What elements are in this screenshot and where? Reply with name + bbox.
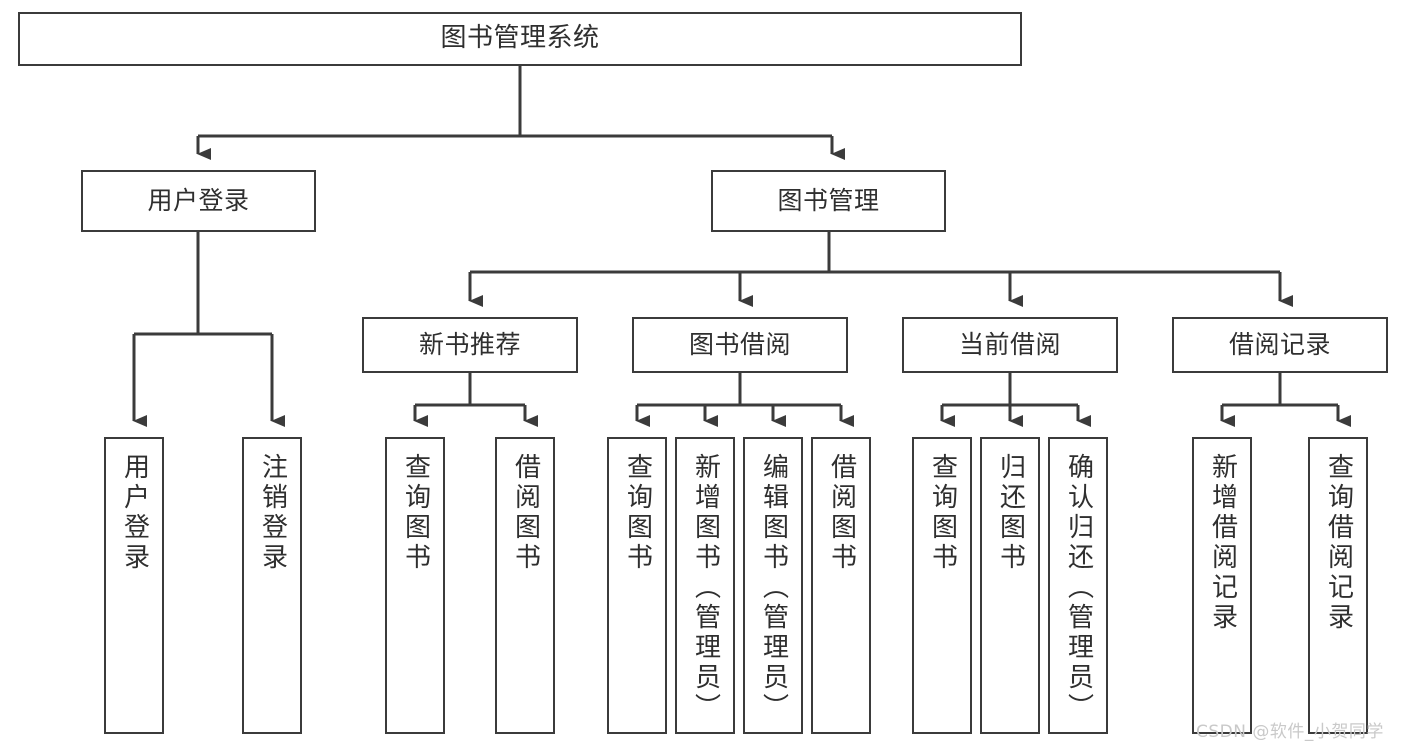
node-label: 当前借阅	[958, 330, 1061, 359]
leaf-borrow-query-book[interactable]: 查询图书	[607, 437, 667, 734]
node-new-book-recommend[interactable]: 新书推荐	[362, 317, 578, 373]
leaf-record-add-record[interactable]: 新增借阅记录	[1192, 437, 1252, 734]
leaf-recommend-query-book[interactable]: 查询图书	[385, 437, 445, 734]
node-label: 用户登录	[147, 186, 250, 215]
node-label: 借阅图书	[510, 453, 541, 573]
node-label: 查询借阅记录	[1323, 453, 1354, 633]
leaf-borrow-add-book-admin[interactable]: 新增图书（管理员）	[675, 437, 735, 734]
leaf-borrow-borrow-book[interactable]: 借阅图书	[811, 437, 871, 734]
node-book-management[interactable]: 图书管理	[711, 170, 946, 232]
leaf-current-query-book[interactable]: 查询图书	[912, 437, 972, 734]
node-label: 编辑图书（管理员）	[758, 453, 789, 723]
leaf-current-confirm-return-admin[interactable]: 确认归还（管理员）	[1048, 437, 1108, 734]
node-user-login[interactable]: 用户登录	[81, 170, 316, 232]
node-label: 注销登录	[257, 453, 288, 573]
node-label: 新增图书（管理员）	[690, 453, 721, 723]
node-label: 图书管理	[777, 186, 880, 215]
node-label: 新增借阅记录	[1207, 453, 1238, 633]
node-label: 借阅记录	[1228, 330, 1331, 359]
leaf-borrow-edit-book-admin[interactable]: 编辑图书（管理员）	[743, 437, 803, 734]
leaf-user-login-logout[interactable]: 注销登录	[242, 437, 302, 734]
node-label: 图书管理系统	[440, 23, 600, 54]
leaf-current-return-book[interactable]: 归还图书	[980, 437, 1040, 734]
node-current-borrow[interactable]: 当前借阅	[902, 317, 1118, 373]
node-label: 归还图书	[995, 453, 1026, 573]
node-borrow-record[interactable]: 借阅记录	[1172, 317, 1388, 373]
leaf-user-login-login[interactable]: 用户登录	[104, 437, 164, 734]
node-label: 新书推荐	[418, 330, 521, 359]
node-label: 用户登录	[119, 453, 150, 573]
node-label: 查询图书	[622, 453, 653, 573]
csdn-watermark: CSDN @软件_小贺同学	[1196, 722, 1384, 742]
node-label: 图书借阅	[688, 330, 791, 359]
node-label: 查询图书	[400, 453, 431, 573]
node-book-borrow[interactable]: 图书借阅	[632, 317, 848, 373]
node-label: 借阅图书	[826, 453, 857, 573]
node-label: 确认归还（管理员）	[1063, 453, 1094, 723]
leaf-recommend-borrow-book[interactable]: 借阅图书	[495, 437, 555, 734]
leaf-record-query-record[interactable]: 查询借阅记录	[1308, 437, 1368, 734]
node-root-system[interactable]: 图书管理系统	[18, 12, 1022, 66]
node-label: 查询图书	[927, 453, 958, 573]
